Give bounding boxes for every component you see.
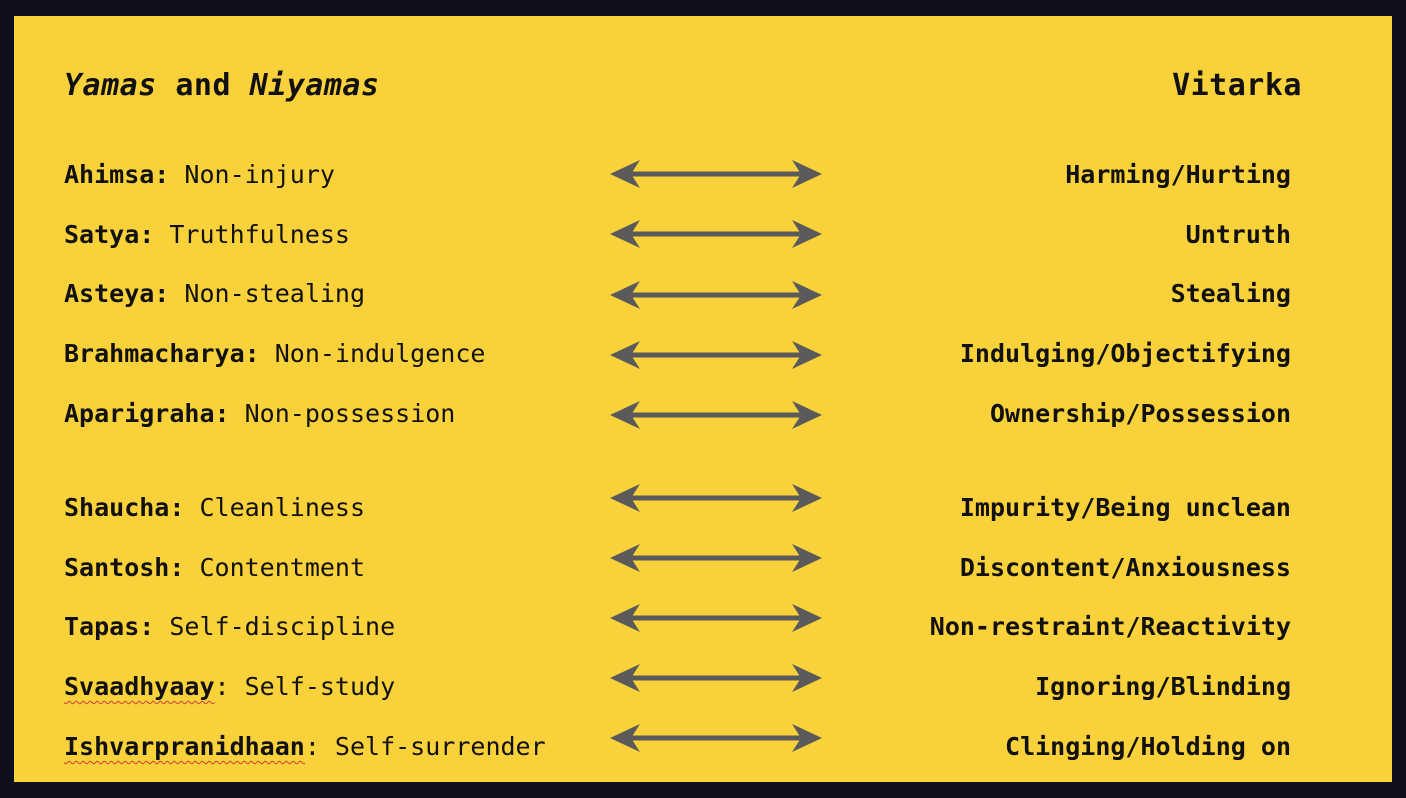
heading-and: and — [156, 68, 250, 103]
vitarka-term: Ignoring/Blinding — [1035, 672, 1291, 701]
term-meaning: : Self-surrender — [304, 732, 546, 761]
niyama-term: Svaadhyaay: Self-study — [64, 667, 395, 707]
term-name: Asteya: — [64, 279, 170, 308]
list-item: Satya: Truthfulness Untruth — [14, 215, 1392, 255]
yama-term: Asteya: Non-stealing — [64, 274, 365, 314]
vitarka-term: Non-restraint/Reactivity — [929, 612, 1291, 641]
list-item: Asteya: Non-stealing Stealing — [14, 274, 1392, 314]
double-headed-arrow-icon — [610, 544, 822, 572]
heading-niyamas: Niyamas — [249, 68, 380, 103]
term-meaning: Truthfulness — [154, 220, 350, 249]
term-name: Tapas: — [64, 612, 155, 641]
double-headed-arrow-icon — [610, 341, 822, 369]
niyama-term: Shaucha: Cleanliness — [64, 488, 365, 528]
list-item: Shaucha: Cleanliness Impurity/Being uncl… — [14, 484, 1392, 528]
double-headed-arrow-icon — [610, 664, 822, 692]
double-headed-arrow-icon — [610, 484, 822, 512]
heading-yamas-niyamas: Yamas and Niyamas — [64, 66, 380, 106]
term-name: Svaadhyaay — [64, 672, 215, 701]
term-name: Aparigraha: — [64, 399, 230, 428]
list-item: Ishvarpranidhaan: Self-surrender Clingin… — [14, 724, 1392, 767]
vitarka-term: Clinging/Holding on — [1005, 732, 1291, 761]
slide: Yamas and Niyamas Vitarka Ahimsa: Non-in… — [14, 16, 1392, 782]
vitarka-term: Untruth — [1185, 220, 1291, 249]
heading-yamas: Yamas — [64, 68, 157, 103]
list-item: Brahmacharya: Non-indulgence Indulging/O… — [14, 334, 1392, 374]
double-headed-arrow-icon — [610, 160, 822, 188]
term-name: Satya: — [64, 220, 155, 249]
term-meaning: Self-discipline — [154, 612, 396, 641]
double-headed-arrow-icon — [610, 281, 822, 309]
yama-term: Ahimsa: Non-injury — [64, 155, 335, 195]
niyama-term: Tapas: Self-discipline — [64, 607, 395, 647]
term-name: Ahimsa: — [64, 160, 170, 189]
term-meaning: Cleanliness — [184, 493, 366, 522]
heading-vitarka: Vitarka — [1172, 68, 1302, 103]
vitarka-term: Harming/Hurting — [1065, 160, 1291, 189]
vitarka-term: Indulging/Objectifying — [959, 339, 1291, 368]
list-item: Ahimsa: Non-injury Harming/Hurting — [14, 155, 1392, 195]
niyama-term: Santosh: Contentment — [64, 548, 365, 588]
term-meaning: Non-possession — [229, 399, 456, 428]
vitarka-term: Stealing — [1170, 279, 1291, 308]
vitarka-term: Discontent/Anxiousness — [959, 553, 1291, 582]
double-headed-arrow-icon — [610, 724, 822, 752]
term-name: Ishvarpranidhaan — [64, 732, 305, 761]
term-meaning: Non-stealing — [169, 279, 366, 308]
term-name: Brahmacharya: — [64, 339, 260, 368]
yama-term: Brahmacharya: Non-indulgence — [64, 334, 485, 374]
term-meaning: Non-indulgence — [259, 339, 486, 368]
list-item: Tapas: Self-discipline Non-restraint/Rea… — [14, 604, 1392, 647]
double-headed-arrow-icon — [610, 604, 822, 632]
term-meaning: Non-injury — [169, 160, 335, 189]
term-meaning: Contentment — [184, 553, 366, 582]
term-name: Shaucha: — [64, 493, 185, 522]
list-item: Svaadhyaay: Self-study Ignoring/Blinding — [14, 664, 1392, 707]
yama-term: Aparigraha: Non-possession — [64, 394, 455, 434]
term-name: Santosh: — [64, 553, 185, 582]
vitarka-term: Ownership/Possession — [989, 399, 1291, 428]
list-item: Aparigraha: Non-possession Ownership/Pos… — [14, 394, 1392, 434]
double-headed-arrow-icon — [610, 401, 822, 429]
double-headed-arrow-icon — [610, 220, 822, 248]
niyama-term: Ishvarpranidhaan: Self-surrender — [64, 727, 546, 767]
list-item: Santosh: Contentment Discontent/Anxiousn… — [14, 544, 1392, 588]
yama-term: Satya: Truthfulness — [64, 215, 350, 255]
vitarka-term: Impurity/Being unclean — [959, 493, 1291, 522]
term-meaning: : Self-study — [214, 672, 396, 701]
